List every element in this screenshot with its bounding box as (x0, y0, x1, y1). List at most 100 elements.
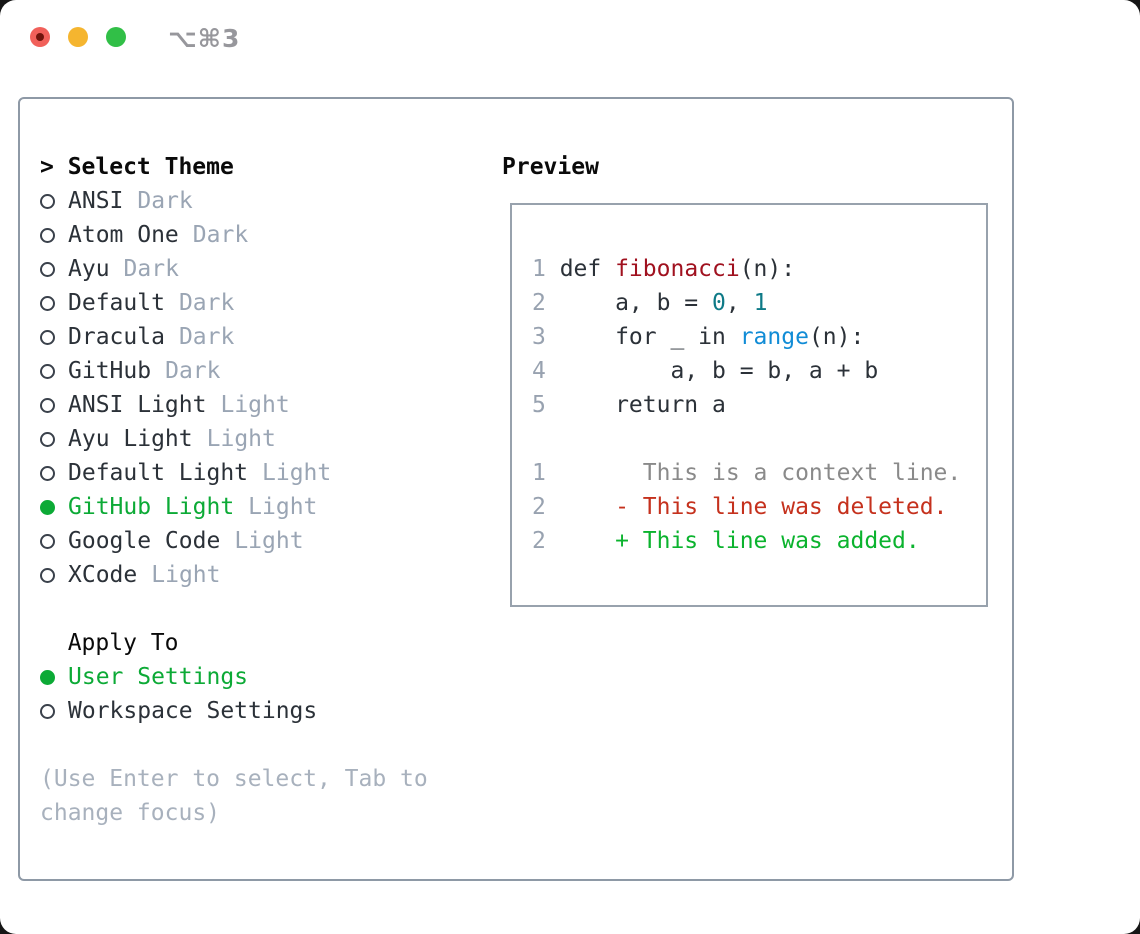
select-theme-header: > Select Theme (40, 150, 470, 184)
theme-option-xcode[interactable]: XCode Light (40, 558, 470, 592)
apply-option-user-settings[interactable]: User Settings (40, 660, 470, 694)
theme-variant-tag: Dark (137, 188, 193, 214)
apply-option-workspace-settings[interactable]: Workspace Settings (40, 694, 470, 728)
theme-variant-tag: Light (151, 562, 221, 588)
diff-added-line: 2 + This line was added. (532, 524, 986, 558)
theme-name: XCode (68, 562, 138, 588)
theme-option-default-dark[interactable]: Default Dark (40, 286, 470, 320)
theme-name: GitHub (68, 358, 152, 384)
theme-variant-tag: Dark (192, 222, 249, 248)
code-token: 0 (712, 290, 726, 316)
theme-variant-tag: Dark (178, 324, 235, 350)
code-token: return a (559, 392, 726, 418)
radio-icon (40, 261, 55, 277)
code-token: (n): (808, 324, 865, 350)
theme-variant-tag: Dark (165, 358, 221, 384)
line-number: 3 (532, 324, 546, 350)
radio-icon (40, 363, 55, 379)
theme-name: Ayu Light (68, 426, 193, 452)
line-number: 1 (532, 256, 546, 282)
code-line: 1 def fibonacci(n): (532, 252, 986, 286)
diff-context-text: This is a context line. (559, 460, 962, 486)
theme-option-ayu-dark[interactable]: Ayu Dark (40, 252, 470, 286)
radio-icon (40, 567, 55, 583)
theme-variant-tag: Light (248, 494, 318, 520)
theme-name: ANSI (68, 188, 124, 214)
theme-option-atom-one-dark[interactable]: Atom One Dark (40, 218, 470, 252)
code-token: fibonacci (615, 256, 740, 282)
zoom-button-icon[interactable] (106, 27, 126, 47)
diff-added-text: + This line was added. (559, 528, 920, 554)
line-number: 5 (532, 392, 546, 418)
spacer (40, 592, 470, 626)
theme-name: Dracula (68, 324, 165, 350)
title-bar: ⌥⌘3 (0, 0, 1140, 74)
radio-icon (40, 329, 55, 345)
apply-option-label: Workspace Settings (68, 698, 318, 724)
code-token: range (739, 324, 809, 350)
line-number: 2 (532, 494, 546, 520)
code-token: for _ in (559, 324, 740, 350)
list-title: Select Theme (67, 154, 234, 180)
theme-picker-panel: > Select Theme ANSI Dark Atom One Dark Ay… (18, 97, 1014, 881)
code-line-blank (532, 422, 986, 456)
code-token: a, b = (559, 290, 713, 316)
theme-option-github-dark[interactable]: GitHub Dark (40, 354, 470, 388)
keyboard-hint-text: (Use Enter to select, Tab to change focu… (40, 766, 428, 826)
line-number: 1 (532, 460, 546, 486)
theme-variant-tag: Light (262, 460, 332, 486)
theme-option-dracula-dark[interactable]: Dracula Dark (40, 320, 470, 354)
code-line: 2 a, b = 0, 1 (532, 286, 986, 320)
theme-option-google-code[interactable]: Google Code Light (40, 524, 470, 558)
theme-option-ansi-dark[interactable]: ANSI Dark (40, 184, 470, 218)
code-token: , (725, 290, 754, 316)
theme-option-ansi-light[interactable]: ANSI Light Light (40, 388, 470, 422)
code-line: 5 return a (532, 388, 986, 422)
theme-option-github-light[interactable]: GitHub Light Light (40, 490, 470, 524)
radio-icon (40, 703, 55, 719)
minimize-button-icon[interactable] (68, 27, 88, 47)
theme-name: Google Code (68, 528, 221, 554)
close-button-icon[interactable] (30, 27, 50, 47)
window-shortcut-label: ⌥⌘3 (168, 24, 241, 53)
apply-to-header: Apply To (67, 630, 179, 656)
theme-name: Default Light (68, 460, 249, 486)
prompt-caret-icon: > (40, 154, 54, 180)
line-number: 4 (532, 358, 546, 384)
theme-option-ayu-light[interactable]: Ayu Light Light (40, 422, 470, 456)
theme-variant-tag: Dark (123, 256, 179, 282)
theme-name: Atom One (68, 222, 179, 248)
diff-deleted-line: 2 - This line was deleted. (532, 490, 986, 524)
spacer (40, 728, 470, 762)
preview-title: Preview (502, 154, 599, 180)
radio-icon (40, 227, 55, 243)
radio-icon (40, 533, 55, 549)
theme-name: GitHub Light (68, 494, 235, 520)
diff-context-line: 1 This is a context line. (532, 456, 986, 490)
code-token: 1 (753, 290, 768, 316)
radio-icon (40, 465, 55, 481)
diff-deleted-text: - This line was deleted. (559, 494, 948, 520)
theme-name: ANSI Light (68, 392, 207, 418)
radio-icon (40, 431, 55, 447)
radio-selected-icon (40, 499, 55, 515)
theme-name: Ayu (68, 256, 110, 282)
theme-variant-tag: Light (220, 392, 290, 418)
theme-option-default-light[interactable]: Default Light Light (40, 456, 470, 490)
theme-list-column: > Select Theme ANSI Dark Atom One Dark Ay… (40, 150, 470, 830)
theme-variant-tag: Light (206, 426, 276, 452)
code-token: (n): (739, 256, 796, 282)
code-token: def (559, 256, 616, 282)
theme-variant-tag: Dark (178, 290, 235, 316)
code-line: 3 for _ in range(n): (532, 320, 986, 354)
radio-icon (40, 295, 55, 311)
code-line: 4 a, b = b, a + b (532, 354, 986, 388)
theme-variant-tag: Light (234, 528, 304, 554)
code-token: a, b = b, a + b (559, 358, 879, 384)
theme-name: Default (68, 290, 165, 316)
radio-selected-icon (40, 669, 55, 685)
apply-option-label: User Settings (68, 664, 249, 690)
line-number: 2 (532, 290, 546, 316)
